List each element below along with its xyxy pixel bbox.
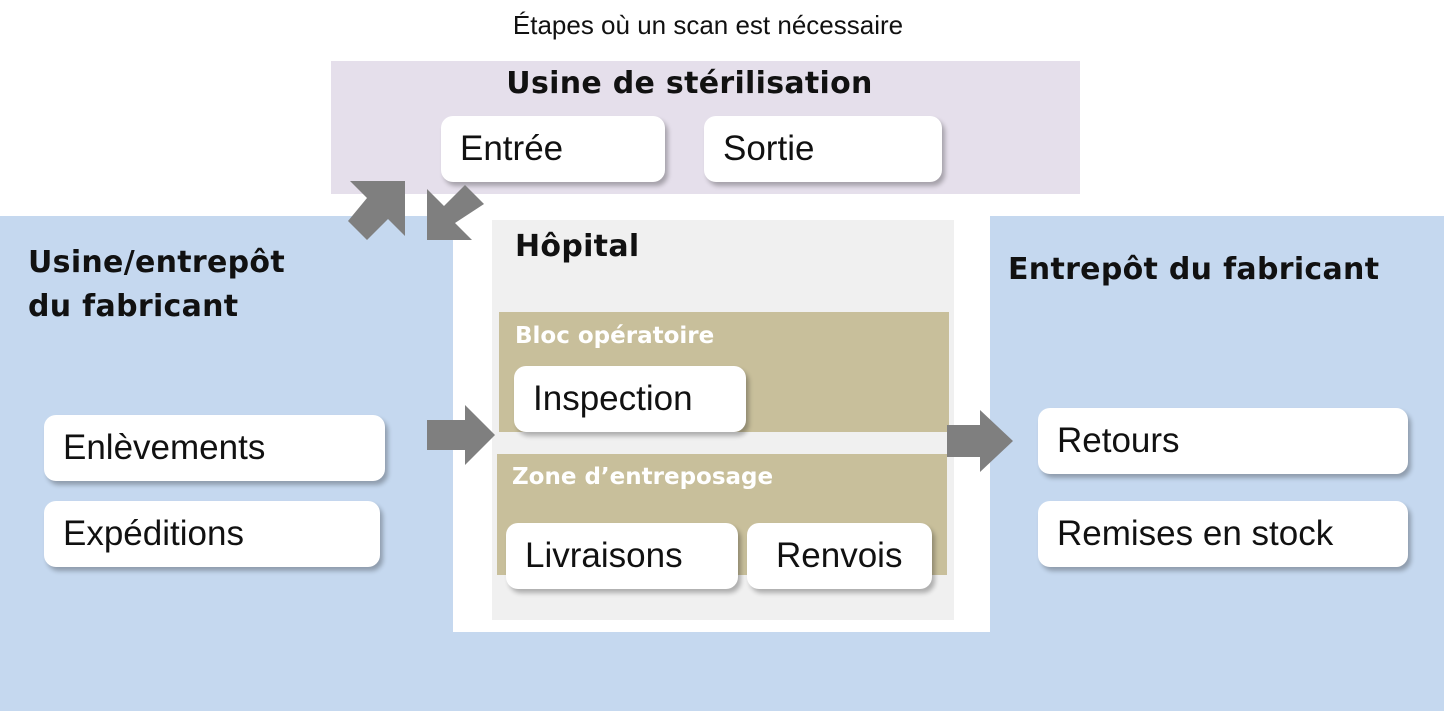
arrow-from-sterilisation xyxy=(427,185,484,240)
arrow-into-hospital xyxy=(427,405,495,465)
diagram-title: Étapes où un scan est nécessaire xyxy=(512,10,904,40)
step-enlevements: Enlèvements xyxy=(44,415,385,481)
step-sortie: Sortie xyxy=(704,116,942,182)
arrow-out-of-hospital xyxy=(947,410,1013,472)
hospital-heading: Hôpital xyxy=(515,229,640,264)
step-retours: Retours xyxy=(1038,408,1408,474)
step-remises-en-stock: Remises en stock xyxy=(1038,501,1408,567)
step-expeditions: Expéditions xyxy=(44,501,380,567)
step-entree: Entrée xyxy=(441,116,665,182)
step-inspection: Inspection xyxy=(514,366,746,432)
step-livraisons: Livraisons xyxy=(506,523,738,589)
storage-area-heading: Zone d’entreposage xyxy=(512,464,774,490)
step-renvois: Renvois xyxy=(747,523,932,589)
arrow-to-sterilisation xyxy=(348,181,405,240)
bottom-blue-strip xyxy=(0,632,1444,711)
manufacturer-warehouse-heading: Entrepôt du fabricant xyxy=(1008,252,1380,287)
manufacturer-plant-heading-line1: Usine/entrepôt xyxy=(28,245,285,280)
manufacturer-plant-heading-line2: du fabricant xyxy=(28,289,239,324)
manufacturer-plant-heading: Usine/entrepôt du fabricant xyxy=(28,241,285,329)
sterilisation-heading: Usine de stérilisation xyxy=(506,66,873,101)
operating-room-heading: Bloc opératoire xyxy=(515,323,715,349)
